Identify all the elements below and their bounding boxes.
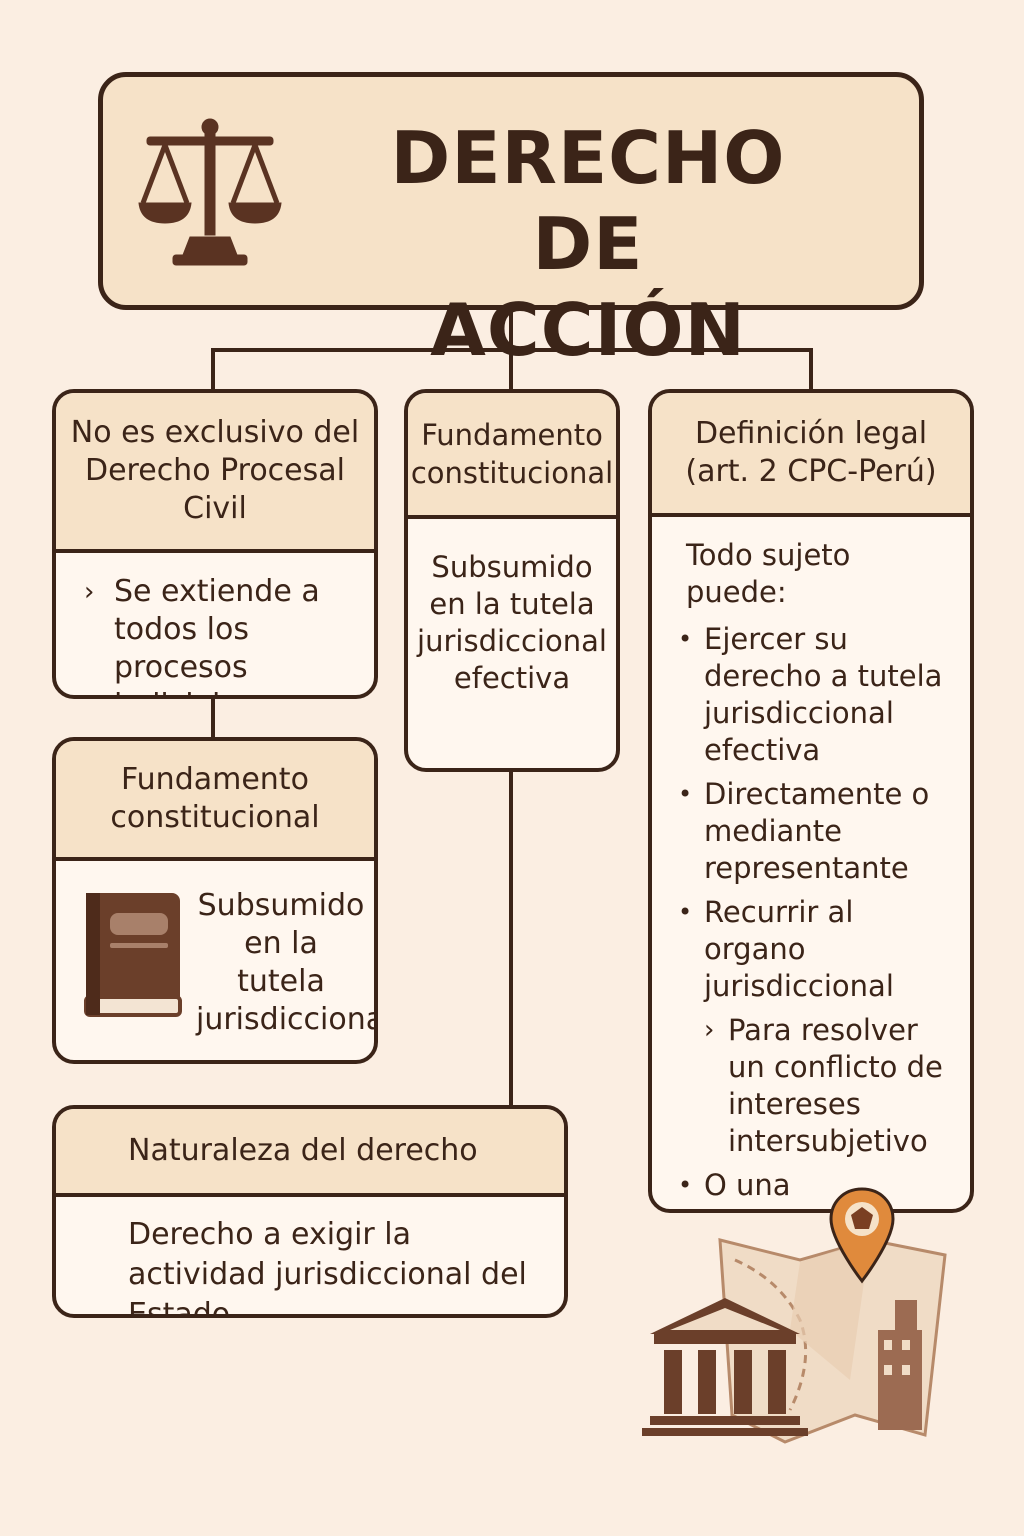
chevron-right-icon: ›	[704, 1015, 715, 1045]
box-fundamento-left-body: Subsumido en la tutela jurisdiccional	[56, 861, 374, 1039]
definicion-bullet-2: Directamente o mediante representante	[704, 777, 930, 885]
book-icon	[84, 893, 182, 1017]
definicion-bullet-3: Recurrir al organo jurisdiccional	[704, 895, 894, 1003]
box-definicion-legal: Definición legal (art. 2 CPC-Perú) Todo …	[648, 389, 974, 1213]
box-no-exclusivo-heading: No es exclusivo del Derecho Procesal Civ…	[56, 393, 374, 553]
box-fundamento-mid: Fundamento constitucional Subsumido en l…	[404, 389, 620, 772]
box-no-exclusivo: No es exclusivo del Derecho Procesal Civ…	[52, 389, 378, 699]
list-item: • Recurrir al organo jurisdiccional	[678, 894, 960, 1005]
connector-mid-to-naturaleza	[509, 772, 513, 1106]
title-line-1: DERECHO DE	[390, 116, 786, 286]
box-naturaleza-text: Derecho a exigir la actividad jurisdicci…	[128, 1217, 527, 1318]
box-definicion-body: Todo sujeto puede: • Ejercer su derecho …	[652, 517, 970, 1209]
box-definicion-heading-line2: (art. 2 CPC-Perú)	[685, 454, 937, 489]
courthouse-icon	[642, 1298, 808, 1436]
location-pin-icon	[829, 1187, 895, 1284]
box-fundamento-left-heading: Fundamento constitucional	[56, 741, 374, 861]
box-fundamento-mid-heading: Fundamento constitucional	[408, 393, 616, 519]
box-fundamento-mid-text: Subsumido en la tutela jurisdiccional ef…	[417, 550, 607, 695]
list-item: • Directamente o mediante representante	[678, 776, 960, 887]
list-item: • O una incertidumbre juridica	[678, 1167, 960, 1209]
definicion-bullet-4: O una incertidumbre juridica	[704, 1168, 908, 1209]
definicion-intro: Todo sujeto puede:	[686, 538, 851, 609]
box-definicion-heading-line1: Definición legal	[694, 416, 928, 451]
scale-icon	[138, 118, 282, 266]
box-naturaleza-heading: Naturaleza del derecho	[56, 1109, 564, 1197]
bullet-icon: •	[678, 780, 693, 808]
connector-left-drop	[211, 348, 215, 390]
box-no-exclusivo-body: › Se extiende a todos los procesos judic…	[56, 553, 374, 695]
box-no-exclusivo-item: Se extiende a todos los procesos judicia…	[114, 574, 320, 695]
definicion-sub-item: Para resolver un conflicto de intereses …	[728, 1013, 943, 1158]
bullet-icon: •	[678, 898, 693, 926]
connector-left-stack	[211, 699, 215, 739]
title-line-2: ACCIÓN	[430, 288, 746, 372]
list-item: • Ejercer su derecho a tutela jurisdicci…	[678, 621, 960, 769]
page-title: DERECHO DE ACCIÓN	[343, 115, 833, 373]
box-definicion-heading: Definición legal (art. 2 CPC-Perú)	[652, 393, 970, 517]
connector-mid-drop	[509, 348, 513, 390]
connector-right-drop	[809, 348, 813, 390]
chevron-right-icon: ›	[84, 577, 95, 607]
bullet-icon: •	[678, 1171, 693, 1199]
box-fundamento-left: Fundamento constitucional Subsumido en l…	[52, 737, 378, 1064]
box-naturaleza: Naturaleza del derecho Derecho a exigir …	[52, 1105, 568, 1318]
box-fundamento-left-text: Subsumido en la tutela jurisdiccional	[196, 888, 378, 1037]
title-banner: DERECHO DE ACCIÓN	[98, 72, 924, 372]
list-item: › Para resolver un conflicto de interese…	[704, 1012, 960, 1160]
bullet-icon: •	[678, 625, 693, 653]
connector-title-stem	[509, 310, 513, 352]
definicion-bullet-1: Ejercer su derecho a tutela jurisdiccion…	[704, 622, 943, 767]
